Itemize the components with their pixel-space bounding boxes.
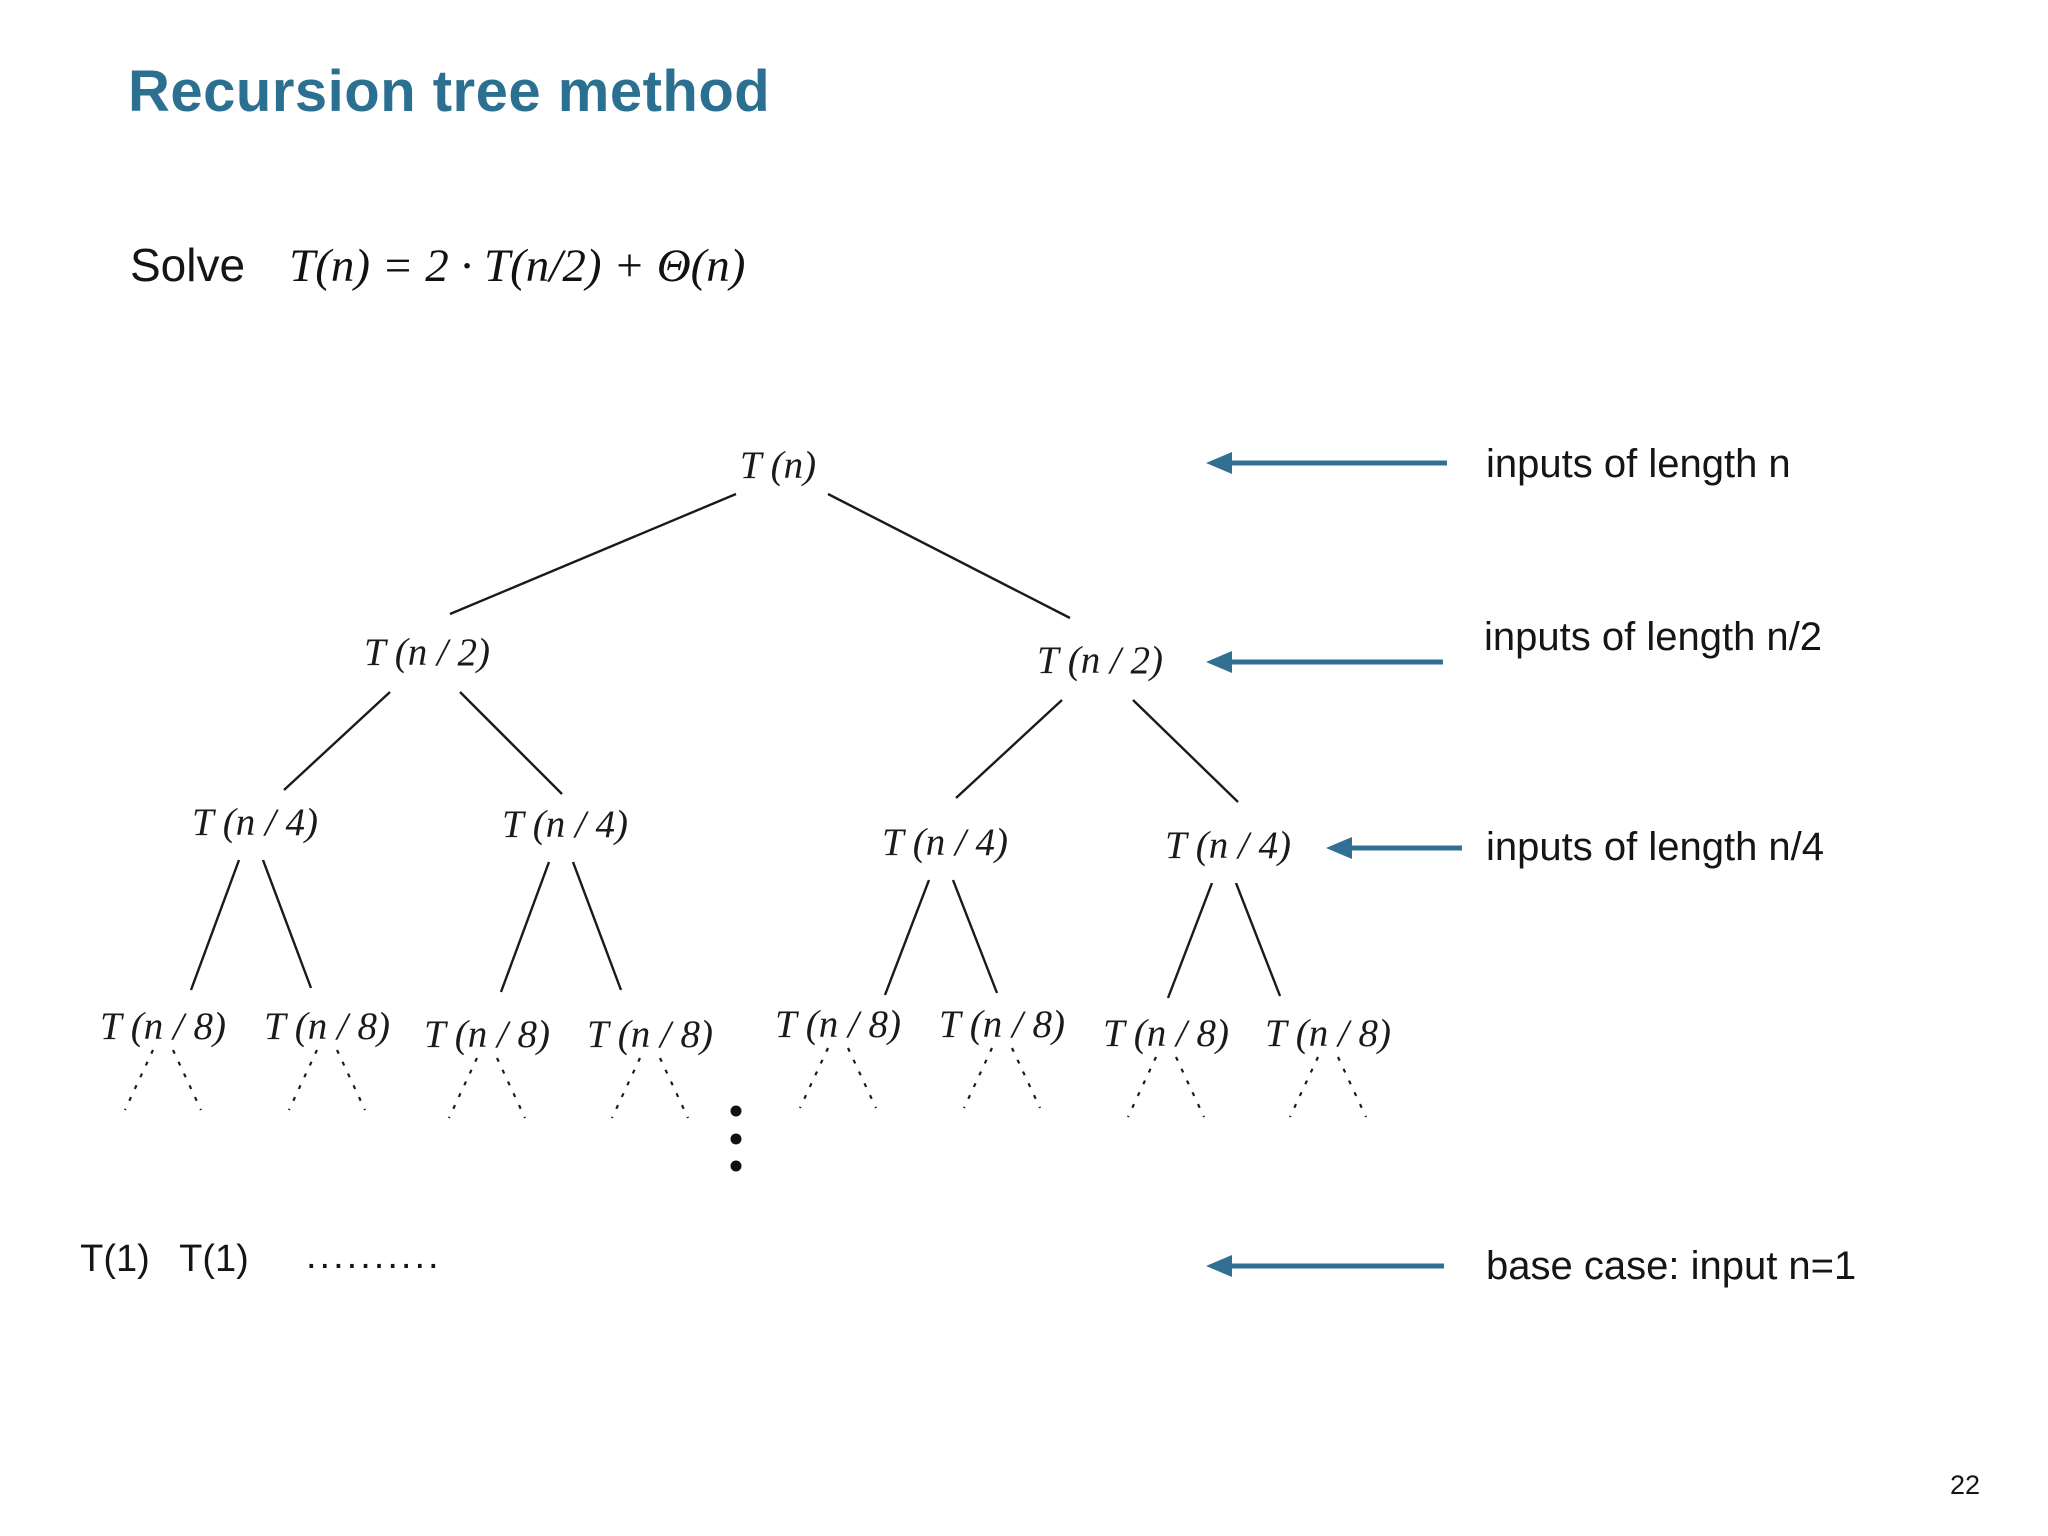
tree-node-n4-4: T (n / 4) <box>1165 824 1291 867</box>
tree-edge <box>499 861 551 993</box>
tree-node-n8-6: T (n / 8) <box>939 1003 1065 1046</box>
tree-edge <box>449 492 737 616</box>
ellipsis-dot <box>730 1133 742 1145</box>
tree-edge-dashed <box>659 1057 689 1119</box>
tree-node-n4-1: T (n / 4) <box>192 801 318 844</box>
tree-node-n8-1: T (n / 8) <box>100 1005 226 1048</box>
recurrence-equation: T(n) = 2 · T(n/2) + Θ(n) <box>289 240 746 292</box>
tree-edge <box>189 859 241 991</box>
page-number: 22 <box>1950 1470 1981 1500</box>
tree-leaf-t1-2: T(1) <box>179 1238 249 1280</box>
tree-edge <box>261 859 313 989</box>
annotation-label-inputs-n4: inputs of length n/4 <box>1486 825 1824 869</box>
tree-edge-dashed <box>611 1057 641 1119</box>
tree-edge <box>1132 699 1239 803</box>
leaf-row-ellipsis: .......... <box>306 1235 442 1277</box>
ellipsis-dot <box>730 1105 742 1117</box>
tree-edge-dashed <box>448 1057 478 1119</box>
tree-node-n8-2: T (n / 8) <box>264 1005 390 1048</box>
tree-edge <box>283 691 391 791</box>
tree-edge-dashed <box>847 1047 877 1109</box>
tree-node-n8-3: T (n / 8) <box>424 1013 550 1056</box>
annotation-label-base-case: base case: input n=1 <box>1486 1244 1856 1288</box>
tree-edge <box>1234 882 1282 997</box>
tree-node-n4-2: T (n / 4) <box>502 803 628 846</box>
tree-node-n4-3: T (n / 4) <box>882 821 1008 864</box>
tree-node-n8-8: T (n / 8) <box>1265 1012 1391 1055</box>
tree-edge-dashed <box>1337 1056 1367 1118</box>
tree-edge-dashed <box>1175 1056 1205 1118</box>
tree-node-n2-right: T (n / 2) <box>1037 639 1163 682</box>
solve-label: Solve <box>130 239 246 291</box>
tree-edge <box>883 879 931 996</box>
tree-edge-dashed <box>288 1049 318 1111</box>
tree-node-n8-7: T (n / 8) <box>1103 1012 1229 1055</box>
tree-edge-dashed <box>1127 1056 1157 1118</box>
tree-edge-dashed <box>1289 1056 1319 1118</box>
vertical-ellipsis <box>730 1105 742 1172</box>
tree-leaf-t1-1: T(1) <box>80 1238 150 1280</box>
arrow-inputs-n-icon <box>1206 452 1447 474</box>
annotation-label-inputs-n2: inputs of length n/2 <box>1484 615 1822 659</box>
arrow-inputs-n4-icon <box>1326 837 1462 859</box>
page-title: Recursion tree method <box>128 59 771 124</box>
problem-statement: Solve T(n) = 2 · T(n/2) + Θ(n) <box>130 238 745 293</box>
arrow-inputs-n2-icon <box>1206 651 1443 673</box>
tree-edge-dashed <box>799 1047 829 1109</box>
tree-node-n8-5: T (n / 8) <box>775 1003 901 1046</box>
tree-node-n2-left: T (n / 2) <box>364 631 490 674</box>
tree-edge <box>951 879 999 994</box>
tree-edge-dashed <box>1011 1047 1041 1109</box>
tree-edges-dashed <box>124 1047 1367 1119</box>
tree-edge <box>1166 882 1214 999</box>
tree-edge-dashed <box>336 1049 366 1111</box>
tree-edge <box>955 699 1063 799</box>
annotation-label-inputs-n: inputs of length n <box>1486 442 1791 486</box>
tree-edges <box>189 492 1282 999</box>
tree-edge <box>827 492 1071 620</box>
tree-edge <box>571 861 623 991</box>
arrow-base-case-icon <box>1206 1255 1444 1277</box>
tree-edge <box>459 691 563 795</box>
tree-node-n8-4: T (n / 8) <box>587 1013 713 1056</box>
tree-edge-dashed <box>172 1049 202 1111</box>
tree-node-root: T (n) <box>740 444 816 487</box>
tree-edge-dashed <box>124 1049 154 1111</box>
tree-edge-dashed <box>963 1047 993 1109</box>
tree-edge-dashed <box>496 1057 526 1119</box>
ellipsis-dot <box>730 1160 742 1172</box>
